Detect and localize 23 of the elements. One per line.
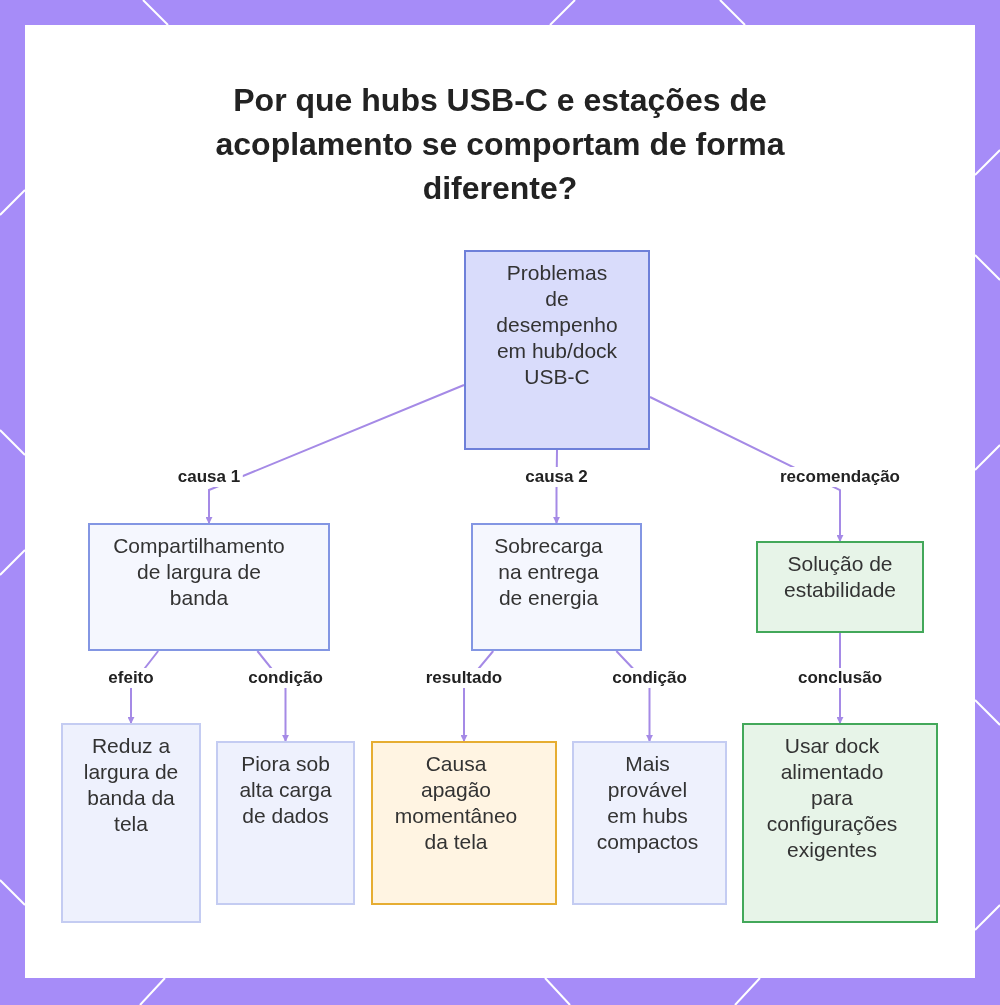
title: Por que hubs USB-C e estações de acoplamento se comportam de forma diferente? <box>214 81 786 208</box>
conclusion-box <box>742 723 938 923</box>
edge-label: condição <box>609 668 690 688</box>
cause-box <box>88 523 330 651</box>
node-text: Solução de estabilidade <box>782 551 898 603</box>
node-text: Sobrecarga na entrega de energia <box>493 533 604 611</box>
node-text: Causa apagão momentâneo da tela <box>393 751 519 855</box>
result-box <box>371 741 557 905</box>
node-text: Mais provável em hubs compactos <box>595 751 700 855</box>
condition-box <box>572 741 727 905</box>
node-text: Reduz a largura de banda da tela <box>82 733 180 837</box>
edge-label: condição <box>245 668 326 688</box>
condition-box <box>216 741 355 905</box>
solution-box <box>756 541 924 633</box>
node-text: Usar dock alimentado para configurações exigentes <box>765 733 899 863</box>
cause-box <box>471 523 642 651</box>
connector-arrow <box>205 384 465 524</box>
edge-label: causa 2 <box>522 467 591 487</box>
node-text: Problemas de desempenho em hub/dock USB-C <box>495 260 619 390</box>
effect-box <box>61 723 201 923</box>
node-text: Piora sob alta carga de dados <box>238 751 333 829</box>
node-text: Compartilhamento de largura de banda <box>112 533 286 611</box>
problem-box <box>464 250 650 450</box>
